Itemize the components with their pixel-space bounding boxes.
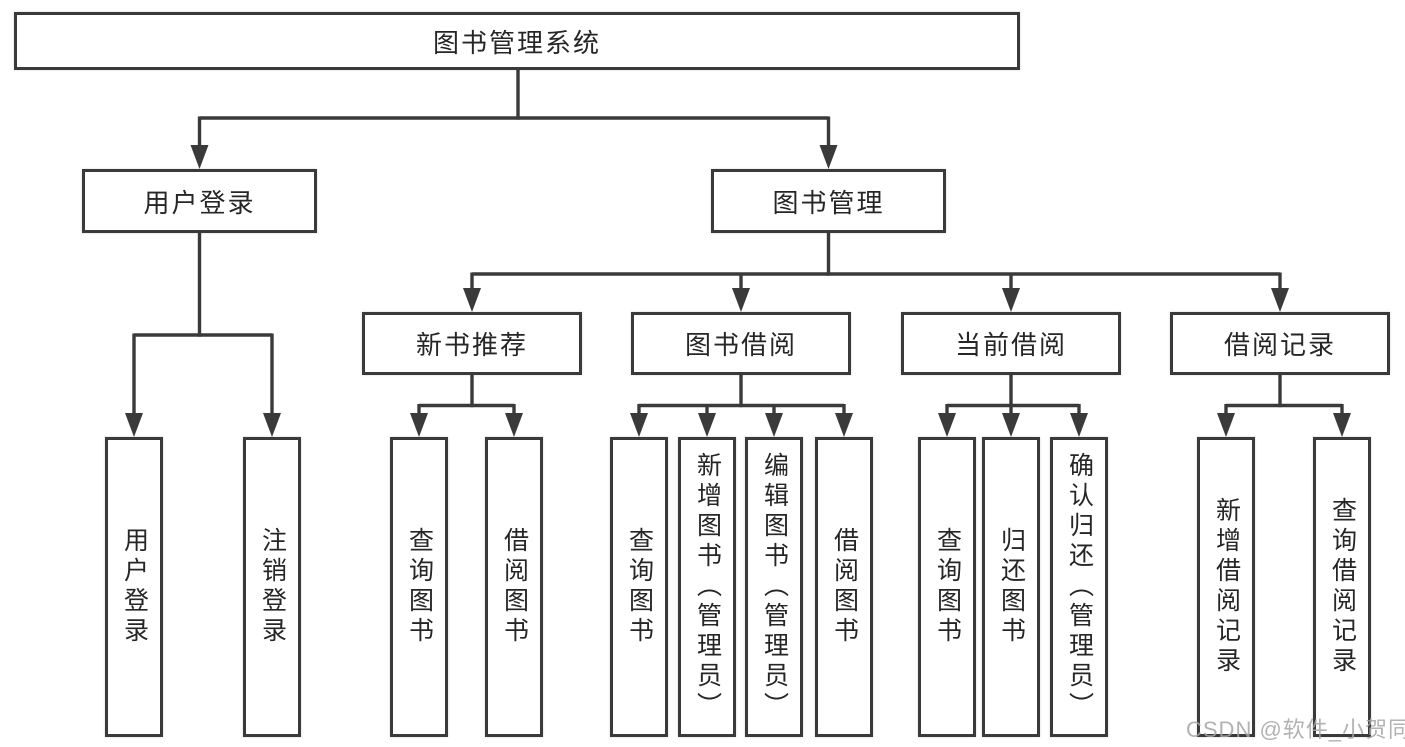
node-library-management-system: 图书管理系统 [14,12,1020,70]
leaf-edit-book-admin: 编辑图书（管理员） [745,437,803,737]
node-current-borrowing: 当前借阅 [901,312,1121,375]
node-book-borrowing: 图书借阅 [631,312,851,375]
leaf-query-borrow-record: 查询借阅记录 [1313,437,1371,737]
leaf-user-login: 用户登录 [105,437,163,737]
leaf-query-books-recommend: 查询图书 [390,437,448,737]
node-new-book-recommend: 新书推荐 [362,312,582,375]
node-user-login: 用户登录 [82,169,317,233]
watermark: CSDN @软件_小贺同学 [1186,717,1405,742]
leaf-return-books: 归还图书 [982,437,1040,737]
node-borrowing-records: 借阅记录 [1170,312,1390,375]
leaf-borrow-books-borrowing: 借阅图书 [815,437,873,737]
node-book-management: 图书管理 [711,169,946,233]
leaf-logout: 注销登录 [243,437,301,737]
leaf-confirm-return-admin: 确认归还（管理员） [1050,437,1108,737]
leaf-query-books-borrowing: 查询图书 [610,437,668,737]
leaf-query-books-current: 查询图书 [918,437,976,737]
leaf-add-borrow-record: 新增借阅记录 [1197,437,1255,737]
leaf-add-book-admin: 新增图书（管理员） [678,437,736,737]
leaf-borrow-books-recommend: 借阅图书 [485,437,543,737]
